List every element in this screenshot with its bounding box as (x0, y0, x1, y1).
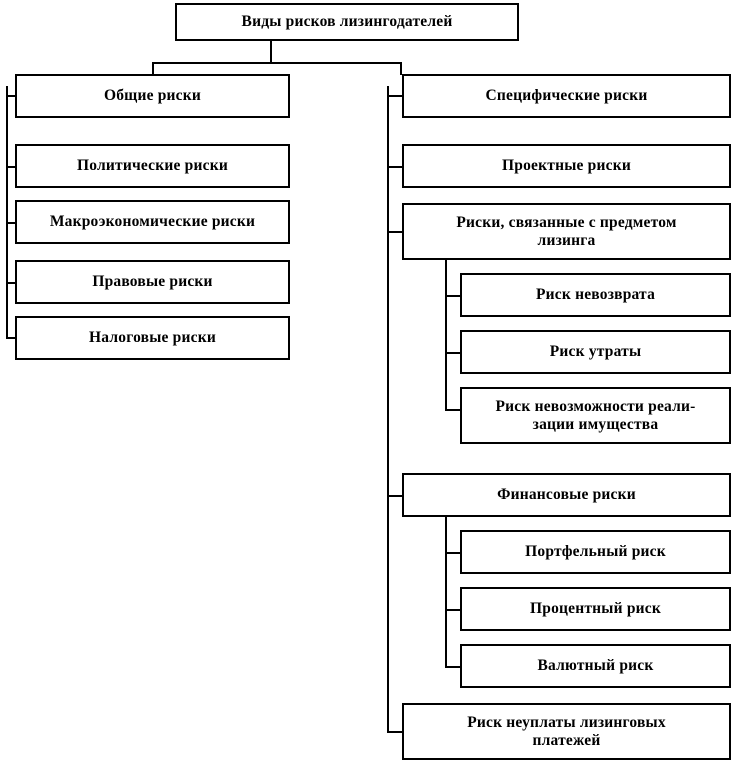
node-loss-risk[interactable]: Риск утраты (460, 330, 731, 374)
connector-leased-asset-subtrunk (445, 258, 447, 410)
node-financial-risks[interactable]: Финансовые риски (402, 473, 731, 517)
connector-financial-subtrunk (445, 515, 447, 668)
connector-stub-currency (445, 666, 461, 668)
node-project-risks[interactable]: Проектные риски (402, 144, 731, 188)
connector-stub-specific (387, 95, 402, 97)
connector-stub-project (387, 166, 402, 168)
connector-stub-general (6, 95, 17, 97)
node-legal-risks[interactable]: Правовые риски (15, 260, 290, 304)
node-root-risk-types[interactable]: Виды рисков лизингодателей (175, 3, 519, 41)
connector-stub-leased-asset (387, 231, 402, 233)
connector-drop-specific (400, 62, 402, 75)
connector-root-down (270, 41, 272, 63)
connector-stub-legal (6, 282, 17, 284)
connector-left-trunk (6, 86, 8, 338)
node-leased-asset-risks[interactable]: Риски, связанные с предметом лизинга (402, 203, 731, 260)
node-tax-risks[interactable]: Налоговые риски (15, 316, 290, 360)
connector-root-split-bar (152, 62, 402, 64)
connector-right-trunk (387, 86, 389, 732)
node-interest-rate-risk[interactable]: Процентный риск (460, 587, 731, 631)
connector-stub-financial (387, 495, 402, 497)
connector-stub-portfolio (445, 552, 461, 554)
connector-stub-political (6, 166, 17, 168)
connector-stub-non-realization (445, 409, 461, 411)
connector-drop-general (152, 62, 154, 75)
node-macroeconomic-risks[interactable]: Макроэкономические риски (15, 200, 290, 244)
connector-stub-interest-rate (445, 609, 461, 611)
node-portfolio-risk[interactable]: Портфельный риск (460, 530, 731, 574)
connector-stub-tax (6, 337, 17, 339)
node-non-realization-risk[interactable]: Риск невозможности реали- зации имуществ… (460, 387, 731, 444)
node-currency-risk[interactable]: Валютный риск (460, 644, 731, 688)
connector-stub-non-return (445, 295, 461, 297)
node-political-risks[interactable]: Политические риски (15, 144, 290, 188)
node-general-risks[interactable]: Общие риски (15, 74, 290, 118)
connector-stub-loss (445, 352, 461, 354)
node-non-return-risk[interactable]: Риск невозврата (460, 273, 731, 317)
connector-stub-macroeconomic (6, 222, 17, 224)
node-specific-risks[interactable]: Специфические риски (402, 74, 731, 118)
connector-stub-non-payment (387, 731, 402, 733)
node-non-payment-risk[interactable]: Риск неуплаты лизинговых платежей (402, 703, 731, 760)
